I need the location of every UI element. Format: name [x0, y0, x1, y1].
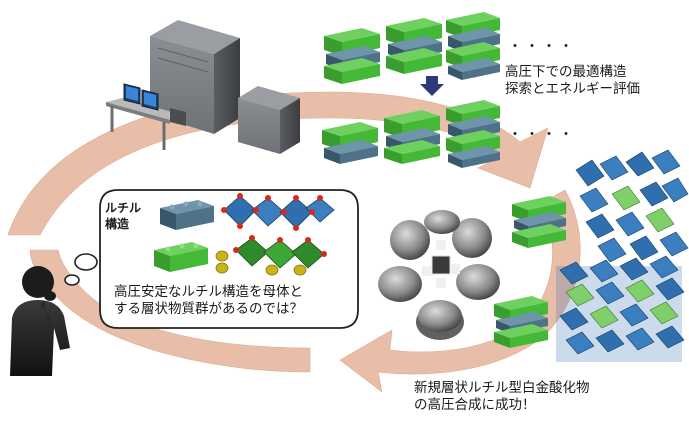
continuation-dots: ・・・・ — [508, 39, 576, 55]
label-rutile-line-1: ルチル — [105, 201, 142, 215]
speech-bubble-text: 高圧安定なルチル構造を母体と する層状物質群があるのでは？ — [114, 284, 303, 318]
block-right-upper — [512, 196, 566, 248]
lego-block-icon — [384, 110, 440, 164]
octahedra-chain — [221, 193, 335, 231]
lego-block-icon — [386, 18, 442, 74]
lego-block-icon — [446, 100, 500, 168]
crystal-structure-lower — [556, 255, 685, 362]
thinking-person-icon — [10, 266, 70, 376]
computer-workstation-icon — [106, 20, 300, 154]
speech-bubble-line-2: する層状物質群があるのでは？ — [114, 300, 303, 317]
layered-structure — [215, 235, 327, 276]
continuation-dots: ・・・・ — [508, 127, 576, 143]
down-arrow-icon — [420, 76, 444, 96]
block-stacks-row-2 — [322, 100, 500, 168]
label-structure-search-line-2: 探索とエネルギー評価 — [505, 80, 640, 97]
cycle-arrow-bottom — [29, 249, 311, 373]
label-structure-search-line-1: 高圧下での最適構造 — [505, 64, 627, 80]
crystal-structure-upper — [575, 149, 689, 263]
label-rutile-line-2: 構造 — [105, 216, 130, 231]
label-rutile-structure: ルチル 構造 — [105, 201, 141, 232]
label-synthesis-line-2: の高圧合成に成功！ — [414, 396, 536, 413]
lego-block-icon — [154, 242, 208, 272]
lego-block-icon — [324, 28, 380, 84]
block-stacks-row-1 — [324, 12, 500, 84]
speech-bubble-line-1: 高圧安定なルチル構造を母体と — [114, 284, 303, 300]
block-right-lower — [494, 296, 548, 348]
rutile-structure-illustration — [154, 193, 335, 276]
label-structure-search: 高圧下での最適構造 探索とエネルギー評価 — [505, 64, 640, 98]
lego-block-icon — [446, 12, 500, 80]
label-synthesis-success: 新規層状ルチル型白金酸化物 の高圧合成に成功！ — [414, 380, 590, 414]
lego-block-icon — [160, 200, 214, 230]
multi-anvil-press-icon — [378, 210, 500, 340]
lego-block-icon — [322, 122, 378, 164]
label-synthesis-line-1: 新規層状ルチル型白金酸化物 — [414, 380, 590, 396]
